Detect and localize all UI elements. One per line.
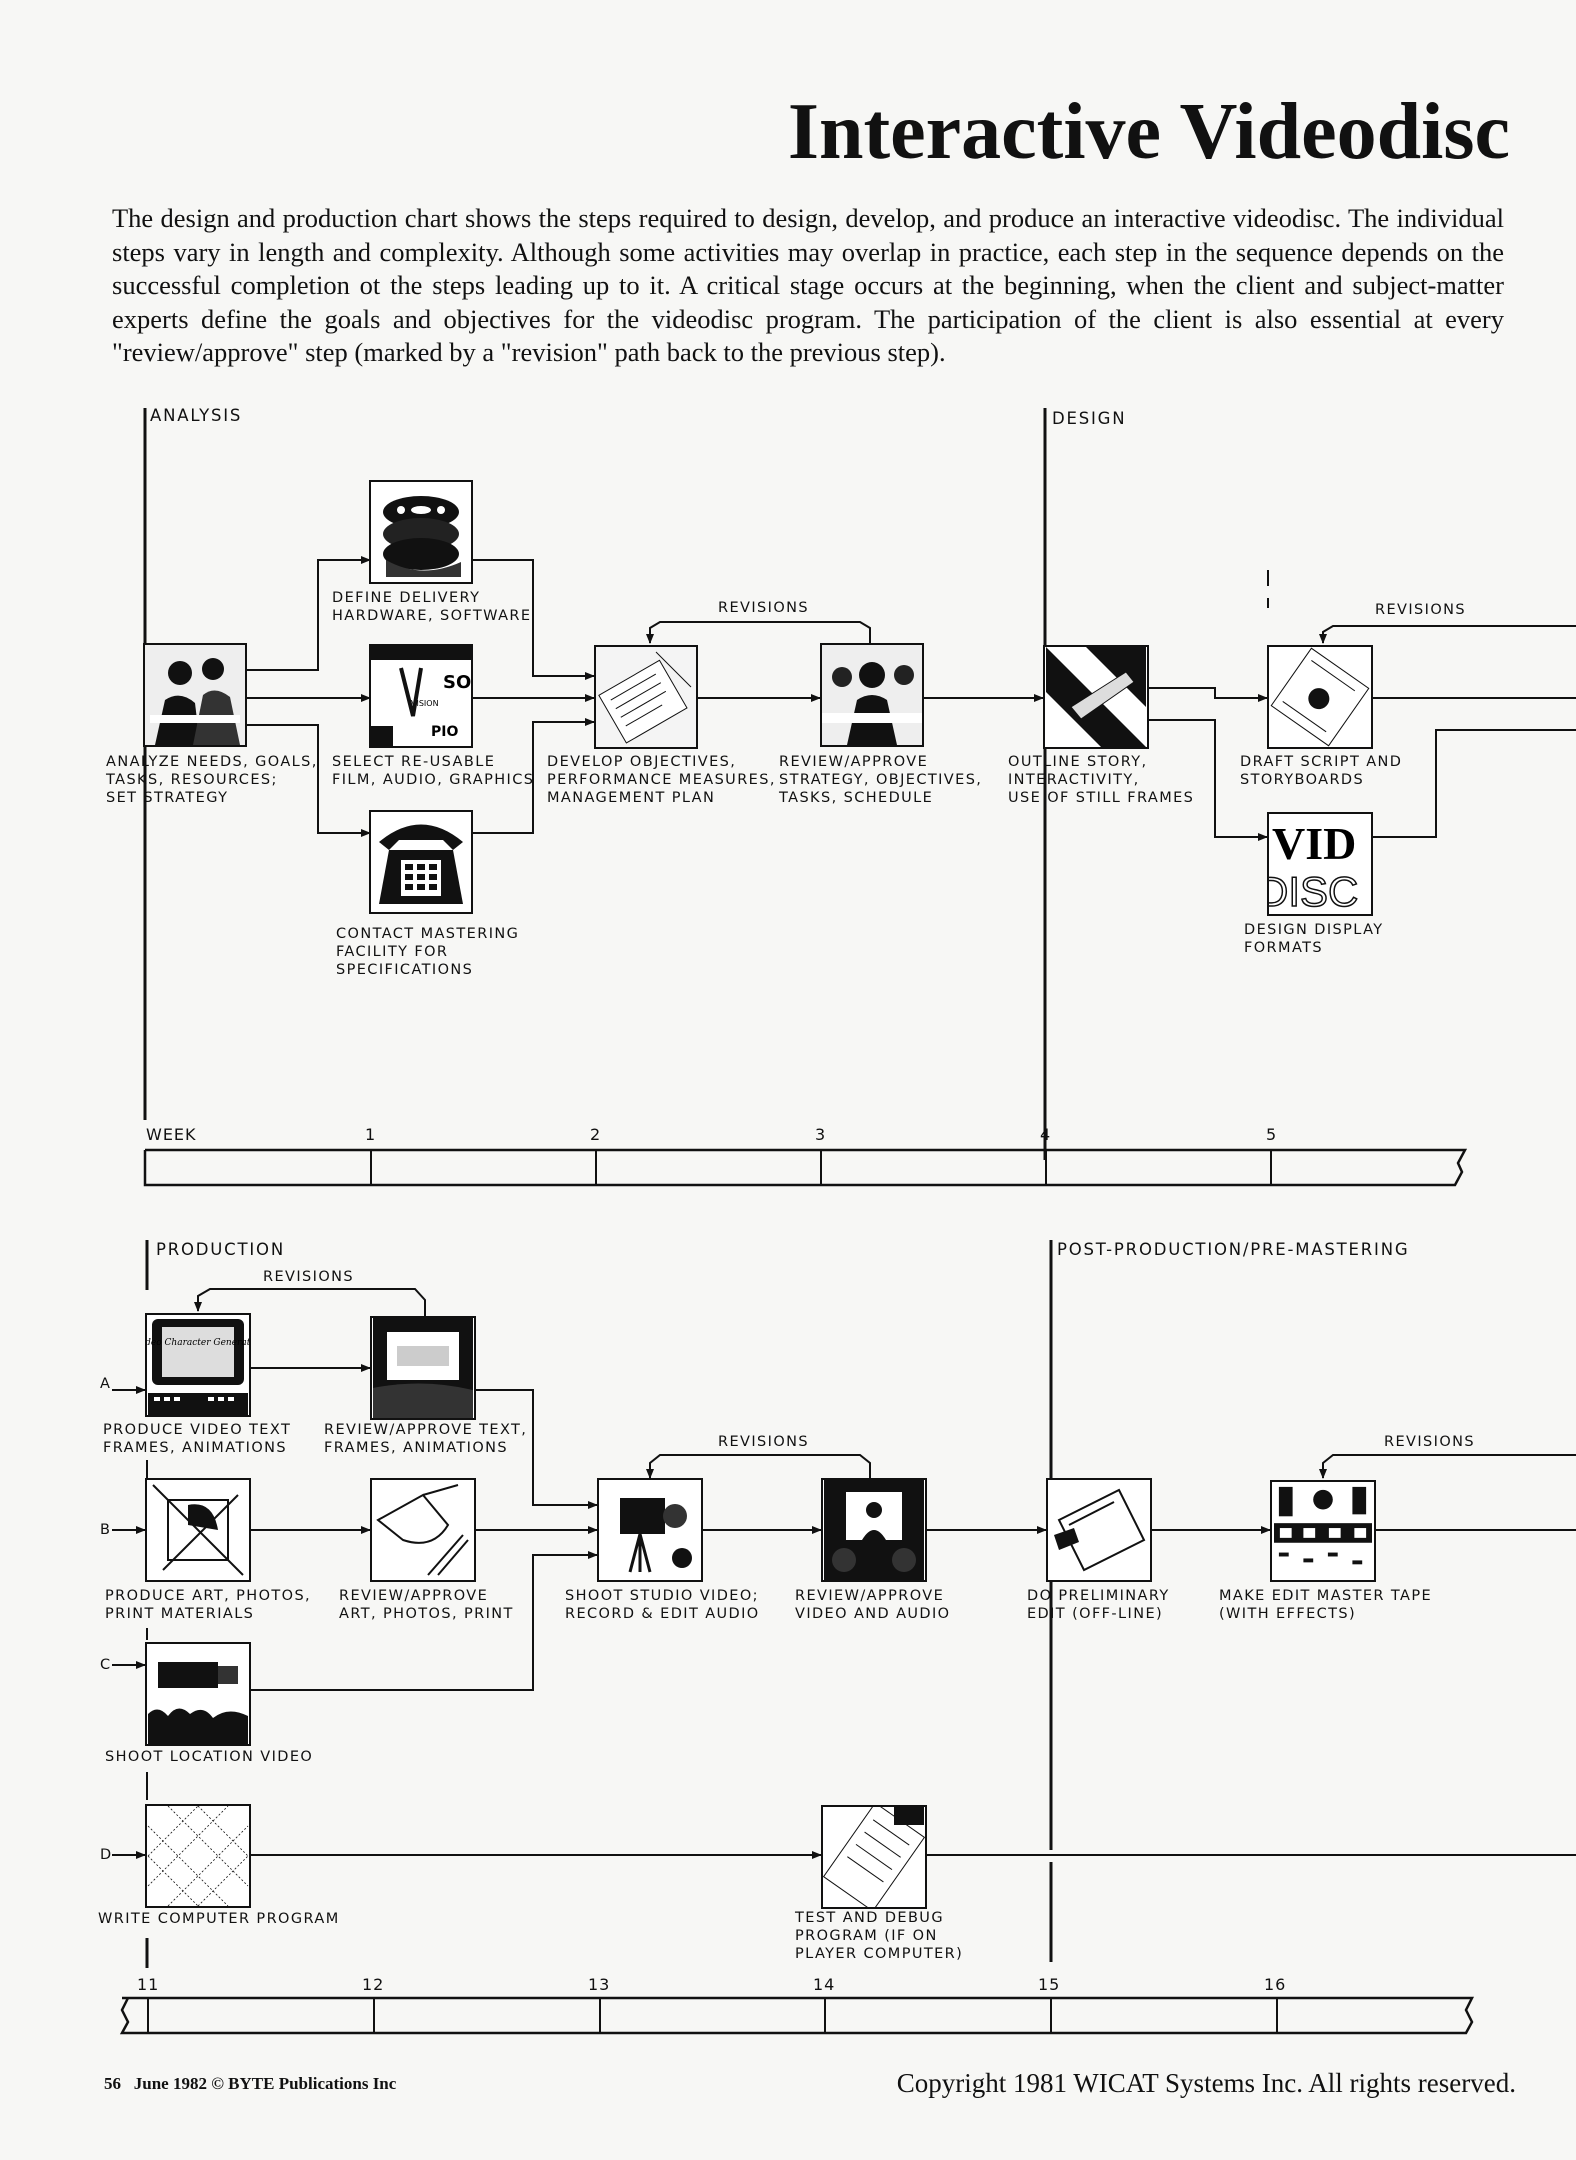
step-display-label: DESIGN DISPLAY FORMATS	[1244, 922, 1384, 956]
catalog-word-so: SO	[443, 672, 471, 693]
step-review-text-label: REVIEW/APPROVE TEXT, FRAMES, ANIMATIONS	[324, 1422, 528, 1456]
page-footer-left: 56 June 1982 © BYTE Publications Inc	[104, 2074, 397, 2093]
revisions-label: REVISIONS	[718, 1434, 809, 1450]
art-tools-icon	[145, 1478, 251, 1582]
step-outline-label: OUTLINE STORY, INTERACTIVITY, USE OF STI…	[1008, 754, 1195, 806]
edit-master-icon	[1270, 1480, 1376, 1582]
week-tick: 13	[588, 1975, 611, 1994]
week-tick: 4	[1040, 1125, 1052, 1144]
storyboard-icon	[1267, 645, 1373, 749]
step-contact-label: CONTACT MASTERING FACILITY FOR SPECIFICA…	[336, 926, 520, 978]
display-word-vid: VID	[1272, 818, 1356, 869]
week-tick: 12	[362, 1975, 385, 1994]
video-playback-icon	[821, 1478, 927, 1582]
video-text-monitor-icon: Video Character Generator	[145, 1313, 251, 1417]
section-design: DESIGN	[1052, 409, 1127, 428]
step-shoot-studio-label: SHOOT STUDIO VIDEO; RECORD & EDIT AUDIO	[565, 1588, 760, 1622]
week-tick: 11	[137, 1975, 160, 1994]
display-format-icon: VIDDISC	[1267, 812, 1373, 916]
revisions-label: REVISIONS	[718, 600, 809, 616]
step-master-tape-label: MAKE EDIT MASTER TAPE (WITH EFFECTS)	[1219, 1588, 1433, 1622]
step-define-label: DEFINE DELIVERY HARDWARE, SOFTWARE	[332, 590, 532, 624]
film-reels-icon	[369, 480, 473, 584]
meeting-icon	[143, 643, 247, 747]
week-tick: 3	[815, 1125, 827, 1144]
week-tick: 2	[590, 1125, 602, 1144]
step-produce-text-label: PRODUCE VIDEO TEXT FRAMES, ANIMATIONS	[103, 1422, 292, 1456]
page-title: Interactive Videodisc	[787, 88, 1510, 176]
step-write-program-label: WRITE COMPUTER PROGRAM	[98, 1911, 340, 1927]
catalog-icon: SO VISION PIO	[369, 644, 473, 748]
week-tick: 5	[1266, 1125, 1278, 1144]
step-prelim-edit-label: DO PRELIMINARY EDIT (OFF-LINE)	[1027, 1588, 1170, 1622]
catalog-word-vision: VISION	[411, 699, 439, 708]
input-c-label: C	[100, 1657, 112, 1673]
section-analysis: ANALYSIS	[150, 406, 243, 425]
pen-writing-icon	[1043, 645, 1149, 749]
week-tick: 15	[1038, 1975, 1061, 1994]
revisions-label: REVISIONS	[263, 1269, 354, 1285]
step-test-debug-label: TEST AND DEBUG PROGRAM (IF ON PLAYER COM…	[795, 1910, 964, 1962]
generator-text: Video Character Generator	[147, 1338, 249, 1348]
telephone-icon	[369, 810, 473, 914]
intro-paragraph: The design and production chart shows th…	[112, 203, 1504, 367]
week-tick: 14	[813, 1975, 836, 1994]
program-printout-icon	[821, 1805, 927, 1909]
offline-edit-icon	[1046, 1478, 1152, 1582]
location-camera-icon	[145, 1642, 251, 1746]
input-b-label: B	[100, 1522, 112, 1538]
section-production: PRODUCTION	[156, 1240, 285, 1259]
document-objectives-icon	[594, 645, 698, 749]
step-review-video-label: REVIEW/APPROVE VIDEO AND AUDIO	[795, 1588, 951, 1622]
step-draft-label: DRAFT SCRIPT AND STORYBOARDS	[1240, 754, 1403, 788]
week-tick: 16	[1264, 1975, 1287, 1994]
step-produce-art-label: PRODUCE ART, PHOTOS, PRINT MATERIALS	[105, 1588, 312, 1622]
step-develop-label: DEVELOP OBJECTIVES, PERFORMANCE MEASURES…	[547, 754, 776, 806]
review-monitor-icon	[370, 1316, 476, 1420]
meeting-review-icon	[820, 643, 924, 747]
step-analyze-label: ANALYZE NEEDS, GOALS, TASKS, RESOURCES; …	[106, 754, 318, 806]
revisions-label: REVISIONS	[1375, 602, 1466, 618]
studio-camera-icon	[597, 1478, 703, 1582]
code-grid-icon	[145, 1804, 251, 1908]
step-shoot-location-label: SHOOT LOCATION VIDEO	[105, 1749, 314, 1765]
hand-drawing-icon	[370, 1478, 476, 1582]
week-tick: 1	[365, 1125, 377, 1144]
catalog-word-pio: PIO	[431, 724, 458, 740]
section-post-production: POST-PRODUCTION/PRE-MASTERING	[1057, 1240, 1410, 1259]
input-d-label: D	[100, 1847, 113, 1863]
revisions-label: REVISIONS	[1384, 1434, 1475, 1450]
step-select-label: SELECT RE-USABLE FILM, AUDIO, GRAPHICS	[332, 754, 535, 788]
step-review-strategy-label: REVIEW/APPROVE STRATEGY, OBJECTIVES, TAS…	[779, 754, 983, 806]
page-footer-copyright: Copyright 1981 WICAT Systems Inc. All ri…	[896, 2068, 1516, 2098]
input-a-label: A	[100, 1376, 112, 1392]
step-review-art-label: REVIEW/APPROVE ART, PHOTOS, PRINT	[339, 1588, 514, 1622]
week-label: WEEK	[146, 1125, 197, 1144]
